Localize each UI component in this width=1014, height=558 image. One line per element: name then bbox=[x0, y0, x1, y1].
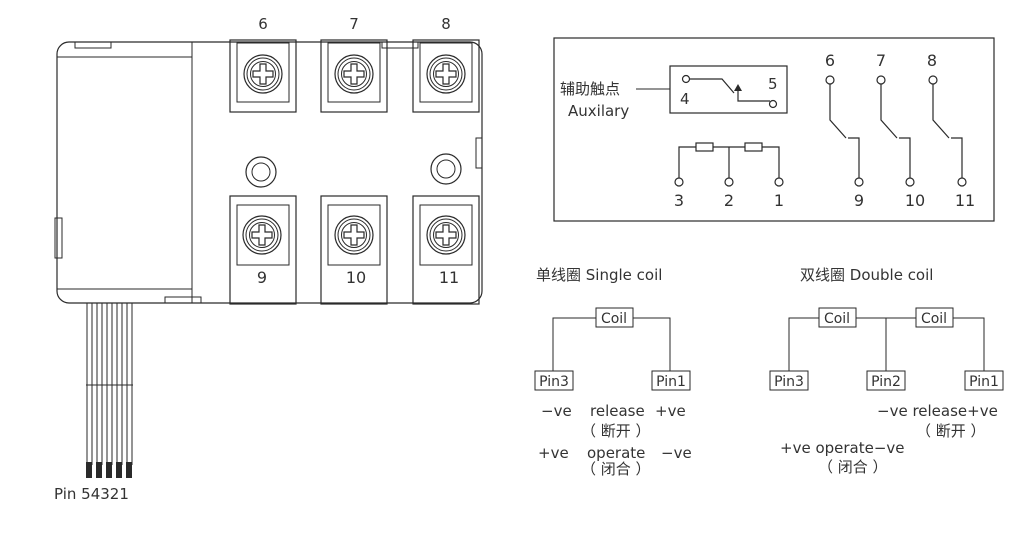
schematic-box bbox=[553, 37, 995, 222]
screw-icon bbox=[426, 215, 466, 255]
screw-icon bbox=[243, 54, 283, 94]
bottom-terminal-label: 9 bbox=[257, 268, 267, 287]
double-operate-text: +ve operate−ve bbox=[780, 439, 905, 457]
terminal-8 bbox=[412, 39, 480, 113]
wire-leads bbox=[86, 303, 133, 478]
double-pin3: Pin3 bbox=[774, 374, 804, 390]
coil-pin-3: 3 bbox=[674, 191, 684, 210]
screw-icon bbox=[334, 215, 374, 255]
terminal-11 bbox=[412, 195, 480, 305]
coil-network bbox=[674, 142, 784, 187]
single-operate-label: operate bbox=[587, 444, 645, 462]
single-pin3: Pin3 bbox=[539, 374, 569, 390]
pin-label: Pin 54321 bbox=[54, 485, 129, 503]
terminal-9 bbox=[229, 195, 297, 305]
contact-bottom-10: 10 bbox=[905, 191, 925, 210]
double-coil-wiring bbox=[769, 307, 1004, 391]
single-operate-left: +ve bbox=[538, 444, 569, 462]
single-release-label: release bbox=[590, 402, 645, 420]
bottom-terminal-label: 11 bbox=[439, 268, 459, 287]
aux-label-cn: 辅助触点 bbox=[560, 80, 620, 98]
double-coil-label-left: Coil bbox=[824, 311, 850, 327]
screw-icon bbox=[426, 54, 466, 94]
aux-pin-5: 5 bbox=[768, 75, 778, 93]
single-operate-cn: （ 闭合 ） bbox=[581, 460, 651, 478]
double-release-text: −ve release+ve bbox=[877, 402, 998, 420]
double-release-cn: （ 断开 ） bbox=[916, 422, 986, 440]
single-coil-title: 单线圈 Single coil bbox=[536, 266, 662, 284]
contact-top-6: 6 bbox=[825, 51, 835, 70]
single-coil-wiring bbox=[534, 307, 691, 391]
single-release-left: −ve bbox=[541, 402, 572, 420]
bottom-terminal-label: 10 bbox=[346, 268, 366, 287]
contact-bottom-9: 9 bbox=[854, 191, 864, 210]
screw-icon bbox=[334, 54, 374, 94]
top-terminal-label: 6 bbox=[258, 15, 268, 33]
single-release-right: +ve bbox=[655, 402, 686, 420]
double-pin1: Pin1 bbox=[969, 374, 999, 390]
terminal-7 bbox=[320, 39, 388, 113]
auxiliary-contact bbox=[669, 65, 788, 114]
coil-pin-1: 1 bbox=[774, 191, 784, 210]
coil-pin-2: 2 bbox=[724, 191, 734, 210]
terminal-6 bbox=[229, 39, 297, 113]
top-terminal-label: 8 bbox=[441, 15, 451, 33]
double-pin2: Pin2 bbox=[871, 374, 901, 390]
single-coil-label: Coil bbox=[601, 311, 627, 327]
double-coil-title: 双线圈 Double coil bbox=[800, 266, 933, 284]
screw-icon bbox=[242, 215, 282, 255]
single-release-cn: （ 断开 ） bbox=[581, 422, 651, 440]
mounting-hole bbox=[245, 156, 277, 188]
contact-top-7: 7 bbox=[876, 51, 886, 70]
aux-label-en: Auxilary bbox=[568, 102, 629, 120]
double-coil-label-right: Coil bbox=[921, 311, 947, 327]
aux-pin-4: 4 bbox=[680, 90, 690, 108]
top-terminal-label: 7 bbox=[349, 15, 359, 33]
mounting-hole bbox=[430, 153, 462, 185]
double-operate-cn: （ 闭合 ） bbox=[818, 458, 888, 476]
single-pin1: Pin1 bbox=[656, 374, 686, 390]
terminal-10 bbox=[320, 195, 388, 305]
main-contacts bbox=[825, 75, 967, 187]
contact-top-8: 8 bbox=[927, 51, 937, 70]
single-operate-right: −ve bbox=[661, 444, 692, 462]
contact-bottom-11: 11 bbox=[955, 191, 975, 210]
relay-body bbox=[54, 41, 483, 304]
